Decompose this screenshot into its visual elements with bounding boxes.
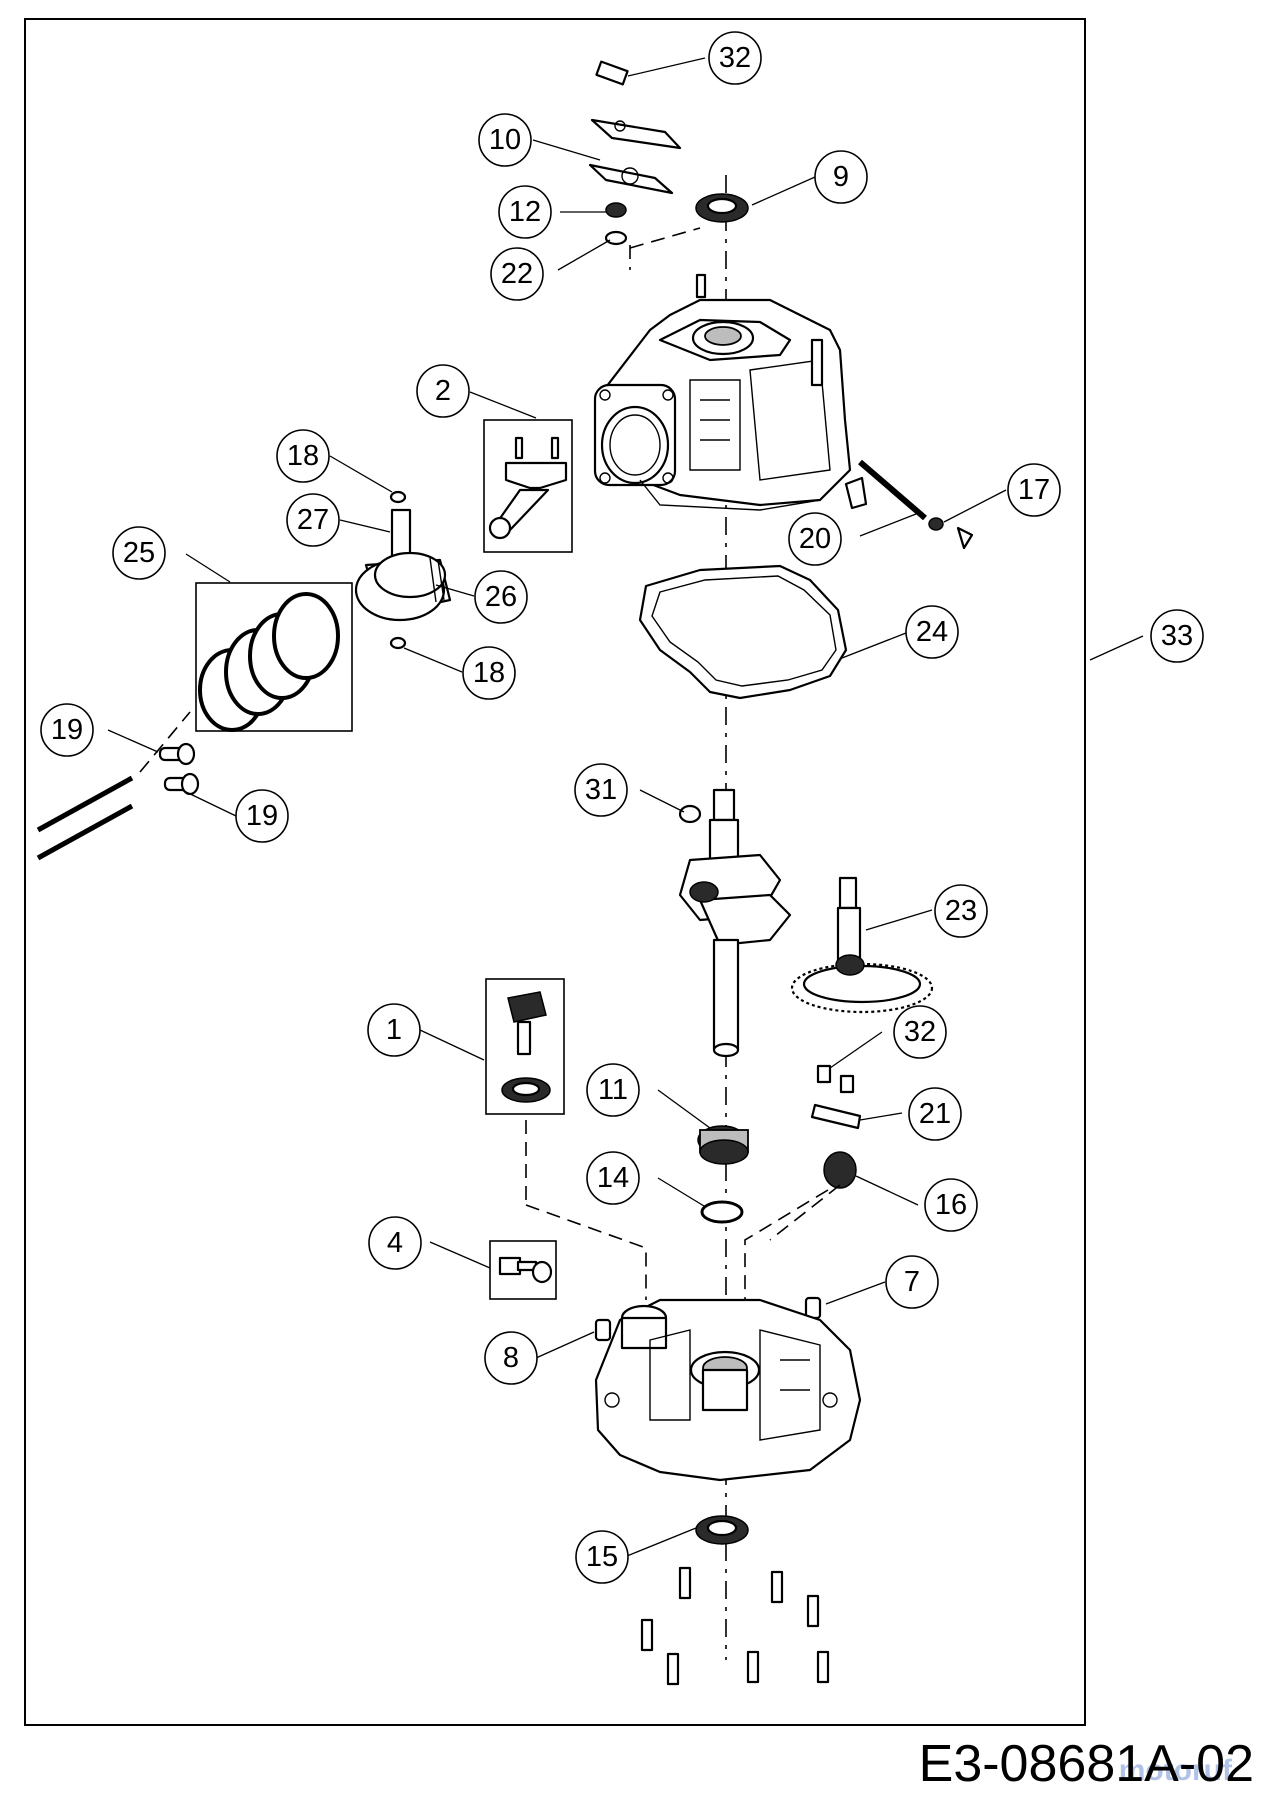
callout-19-top: 19: [40, 703, 94, 757]
svg-text:20: 20: [799, 523, 831, 555]
svg-text:15: 15: [586, 1541, 618, 1573]
callout-12: 12: [498, 185, 552, 239]
piston: [354, 551, 452, 622]
crankshaft-key: [678, 804, 702, 824]
governor-assembly: [744, 1064, 862, 1330]
svg-text:21: 21: [919, 1098, 951, 1130]
svg-text:33: 33: [1161, 620, 1193, 652]
callout-19-bottom: 19: [235, 789, 289, 843]
callout-26: 26: [474, 570, 528, 624]
callout-15: 15: [575, 1530, 629, 1584]
callout-22: 22: [490, 247, 544, 301]
callout-4: 4: [368, 1216, 422, 1270]
svg-text:19: 19: [246, 800, 278, 832]
valve-lifters: [158, 742, 200, 796]
cover-bolts: [640, 1566, 830, 1686]
crankcase-gasket: [638, 564, 848, 700]
callout-24: 24: [905, 605, 959, 659]
callout-7: 7: [885, 1255, 939, 1309]
crankshaft: [678, 788, 792, 1058]
svg-text:27: 27: [297, 504, 329, 536]
callout-20: 20: [788, 512, 842, 566]
callout-1: 1: [367, 1003, 421, 1057]
callout-2: 2: [416, 364, 470, 418]
connecting-rod-kit: [483, 419, 573, 553]
callout-14: 14: [586, 1151, 640, 1205]
callout-8: 8: [484, 1331, 538, 1385]
diagram-frame: [24, 18, 1086, 1726]
callout-17: 17: [1007, 463, 1061, 517]
oil-seal-bottom: [695, 1515, 749, 1545]
svg-text:32: 32: [904, 1016, 936, 1048]
svg-text:12: 12: [509, 196, 541, 228]
oil-fill-plug-kit: [485, 978, 565, 1115]
callout-27: 27: [286, 493, 340, 547]
svg-text:25: 25: [123, 537, 155, 569]
drain-bolt-kit: [489, 1240, 557, 1300]
callout-16: 16: [924, 1178, 978, 1232]
callout-9: 9: [814, 150, 868, 204]
dowel-pin-left: [594, 1318, 612, 1342]
crankcase-cover: [594, 1298, 862, 1482]
svg-text:1: 1: [386, 1014, 402, 1046]
callout-32-top: 32: [708, 31, 762, 85]
svg-text:22: 22: [501, 258, 533, 290]
svg-text:9: 9: [833, 161, 849, 193]
callout-25: 25: [112, 526, 166, 580]
svg-text:2: 2: [435, 375, 451, 407]
watermark-logo: motoruf: [1118, 1754, 1232, 1787]
piston-pin-clip-top: [389, 490, 407, 504]
callout-33: 33: [1150, 609, 1204, 663]
callout-10: 10: [478, 113, 532, 167]
camshaft: [790, 876, 934, 1014]
svg-text:17: 17: [1018, 474, 1050, 506]
callout-32-bottom: 32: [893, 1005, 947, 1059]
callout-18-bottom: 18: [462, 646, 516, 700]
piston-pin: [390, 508, 412, 560]
svg-text:26: 26: [485, 581, 517, 613]
svg-text:4: 4: [387, 1227, 403, 1259]
callout-23: 23: [934, 884, 988, 938]
svg-text:32: 32: [719, 42, 751, 74]
svg-text:11: 11: [598, 1074, 628, 1106]
breather-cover: [588, 60, 682, 195]
svg-text:10: 10: [489, 124, 521, 156]
oil-plug-path-2: [525, 1204, 647, 1300]
svg-text:19: 19: [51, 714, 83, 746]
callout-11: 11: [586, 1063, 640, 1117]
thrust-washer: [700, 1200, 744, 1224]
callout-18-top: 18: [276, 429, 330, 483]
callout-21: 21: [908, 1087, 962, 1141]
svg-text:18: 18: [287, 440, 319, 472]
push-rods: [36, 711, 191, 861]
piston-pin-clip-bottom: [389, 636, 407, 650]
callout-31: 31: [574, 763, 628, 817]
svg-text:7: 7: [904, 1266, 920, 1298]
breather-valve: [604, 202, 701, 270]
svg-text:8: 8: [503, 1342, 519, 1374]
oil-seal-top: [695, 193, 749, 223]
leader-lines: [107, 57, 1144, 1557]
svg-text:31: 31: [585, 774, 617, 806]
svg-text:23: 23: [945, 895, 977, 927]
governor-gear: [697, 1125, 749, 1165]
svg-text:16: 16: [935, 1189, 967, 1221]
drawing-code: E3-08681A-02: [918, 1735, 1254, 1793]
crankcase-block: [593, 273, 852, 511]
governor-shaft: [844, 459, 974, 550]
piston-rings-kit: [195, 582, 353, 732]
svg-text:24: 24: [916, 616, 948, 648]
svg-text:18: 18: [473, 657, 505, 689]
svg-text:14: 14: [597, 1162, 629, 1194]
